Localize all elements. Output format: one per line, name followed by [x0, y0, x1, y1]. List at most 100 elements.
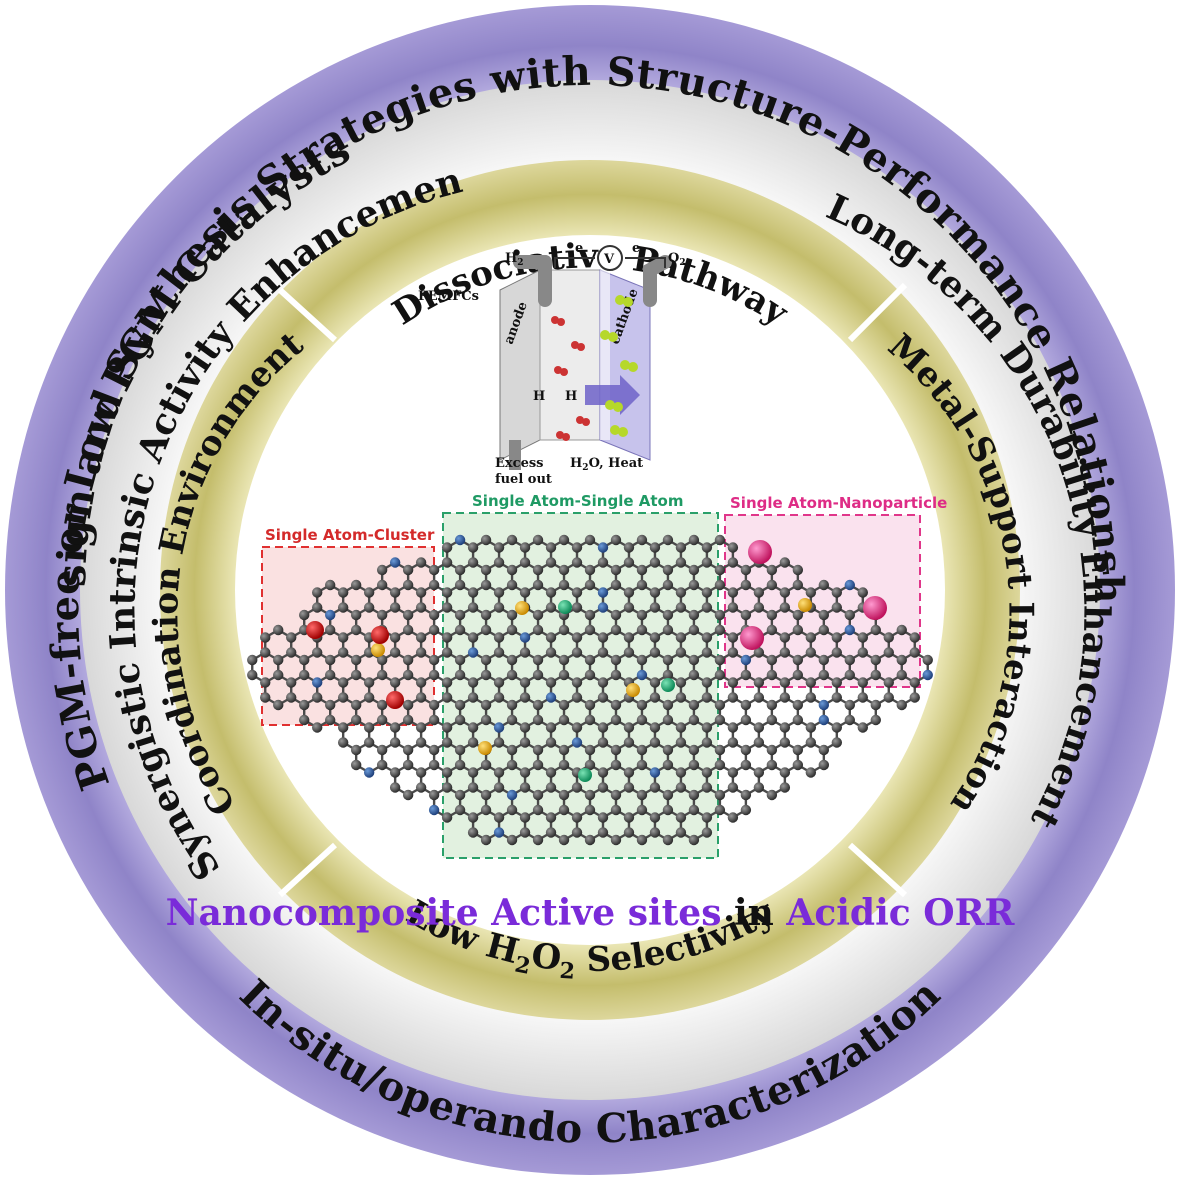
carbon-atom	[584, 759, 596, 771]
carbon-atom	[506, 579, 518, 591]
carbon-atom	[467, 812, 479, 823]
carbon-atom	[467, 692, 479, 703]
carbon-atom	[584, 579, 596, 591]
carbon-atom	[350, 714, 362, 726]
carbon-atom	[610, 534, 622, 546]
carbon-atom	[623, 557, 635, 568]
carbon-atom	[273, 624, 284, 636]
cluster-label: Single Atom-Cluster	[265, 526, 435, 544]
carbon-atom	[649, 812, 661, 823]
carbon-atom	[649, 647, 661, 658]
carbon-atom	[883, 692, 894, 703]
carbon-atom	[701, 737, 713, 748]
carbon-atom	[402, 654, 414, 666]
nitrogen-atom	[467, 647, 479, 658]
carbon-atom	[558, 534, 570, 546]
carbon-atom	[753, 782, 765, 793]
carbon-atom	[636, 624, 648, 636]
o2-label: O2	[668, 251, 686, 268]
carbon-atom	[649, 557, 661, 568]
carbon-atom	[299, 609, 310, 621]
carbon-atom	[506, 714, 518, 726]
carbon-atom	[649, 677, 661, 688]
carbon-atom	[714, 654, 726, 666]
carbon-atom	[363, 722, 375, 733]
carbon-atom	[753, 602, 765, 613]
carbon-atom	[727, 587, 739, 598]
carbon-atom	[779, 692, 791, 703]
carbon-atom	[389, 602, 401, 613]
metal-atom	[798, 598, 812, 612]
carbon-atom	[701, 782, 713, 793]
carbon-atom	[389, 647, 401, 658]
carbon-atom	[623, 722, 635, 733]
carbon-atom	[519, 737, 531, 748]
carbon-atom	[337, 587, 349, 598]
carbon-atom	[467, 722, 479, 733]
carbon-atom	[324, 699, 336, 711]
carbon-atom	[779, 602, 791, 613]
carbon-atom	[441, 542, 453, 553]
carbon-atom	[506, 744, 518, 756]
carbon-atom	[727, 737, 739, 748]
carbon-atom	[857, 722, 868, 733]
carbon-atom	[350, 579, 362, 591]
carbon-atom	[558, 759, 570, 771]
carbon-atom	[597, 692, 609, 703]
carbon-atom	[675, 557, 687, 568]
carbon-atom	[350, 669, 362, 681]
carbon-atom	[312, 722, 323, 733]
carbon-atom	[818, 609, 830, 621]
carbon-atom	[519, 557, 531, 568]
carbon-atom	[675, 677, 687, 688]
carbon-atom	[649, 827, 661, 838]
carbon-atom	[688, 834, 700, 846]
carbon-atom	[584, 789, 596, 801]
carbon-atom	[805, 722, 817, 733]
carbon-atom	[662, 669, 674, 681]
carbon-atom	[740, 669, 752, 681]
carbon-atom	[273, 654, 284, 666]
carbon-atom	[688, 579, 700, 591]
carbon-atom	[441, 587, 453, 598]
carbon-atom	[480, 759, 492, 771]
carbon-atom	[415, 677, 427, 688]
carbon-atom	[922, 654, 933, 666]
metal-atom	[626, 683, 640, 697]
carbon-atom	[324, 624, 336, 636]
nitrogen-atom	[312, 677, 323, 688]
carbon-atom	[766, 744, 778, 756]
carbon-atom	[467, 602, 479, 613]
carbon-atom	[584, 669, 596, 681]
carbon-atom	[766, 609, 778, 621]
carbon-atom	[532, 714, 544, 726]
carbon-atom	[571, 722, 583, 733]
carbon-atom	[545, 722, 557, 733]
excess-label: Excess	[495, 456, 543, 471]
carbon-atom	[714, 759, 726, 771]
nitrogen-atom	[324, 609, 336, 621]
nitrogen-atom	[636, 669, 648, 681]
carbon-atom	[597, 632, 609, 643]
carbon-atom	[506, 804, 518, 816]
carbon-atom	[662, 564, 674, 576]
carbon-atom	[701, 677, 713, 688]
carbon-atom	[623, 602, 635, 613]
carbon-atom	[415, 602, 427, 613]
carbon-atom	[337, 602, 349, 613]
carbon-atom	[662, 699, 674, 711]
carbon-atom	[260, 632, 271, 643]
carbon-atom	[532, 534, 544, 546]
carbon-atom	[844, 669, 856, 681]
carbon-atom	[584, 624, 596, 636]
carbon-atom	[740, 714, 752, 726]
carbon-atom	[636, 804, 648, 816]
carbon-atom	[402, 669, 414, 681]
carbon-atom	[454, 624, 466, 636]
carbon-atom	[675, 782, 687, 793]
carbon-atom	[597, 557, 609, 568]
nitrogen-atom	[571, 737, 583, 748]
metal-atom	[515, 601, 529, 615]
carbon-atom	[675, 692, 687, 703]
carbon-atom	[337, 677, 349, 688]
